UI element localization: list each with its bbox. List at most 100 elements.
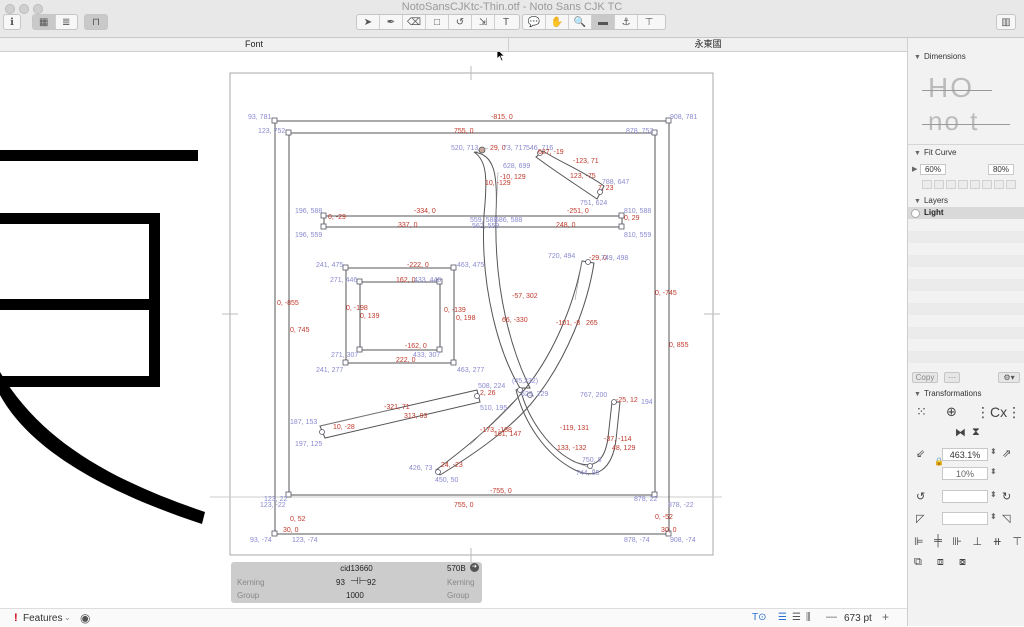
scale-field[interactable]: 463.1% xyxy=(942,448,988,461)
coord-label: 810, 559 xyxy=(624,232,651,239)
fit-curve-presets[interactable] xyxy=(922,180,1016,189)
pen-tool-icon[interactable]: ✒ xyxy=(380,15,403,29)
disclosure-triangle-icon[interactable]: ▼ xyxy=(914,198,921,205)
glyph-name[interactable]: cid13660 xyxy=(340,564,373,573)
flip-vertical-icon[interactable]: ⧗ xyxy=(972,426,980,438)
layer-row[interactable]: Light xyxy=(908,207,1024,219)
glyph-edit-svg[interactable]: 93, 781 -815, 0 908, 781 123, 752 755, 0… xyxy=(0,52,907,608)
glyph-width[interactable]: 1000 xyxy=(346,591,364,600)
glyph-unicode[interactable]: 570B xyxy=(447,564,466,573)
slant-field[interactable] xyxy=(942,512,988,525)
align-bottom-icon[interactable]: ⊥ xyxy=(972,536,983,548)
left-kerning-label: Kerning xyxy=(237,578,265,587)
zoom-window-button[interactable] xyxy=(33,4,43,14)
dimensions-section[interactable]: ▼Dimensions xyxy=(914,52,966,61)
annotation-tool-icon[interactable]: 💬 xyxy=(523,15,546,29)
align-grid-icon[interactable]: ⁙ xyxy=(916,404,927,419)
fit-curve-high-field[interactable]: 80% xyxy=(988,164,1014,175)
anchor-tool-icon[interactable]: ⚓ xyxy=(615,15,638,29)
right-sidebearing[interactable]: 92 xyxy=(367,578,376,587)
glyph-view-button[interactable]: ⊓ xyxy=(84,14,108,30)
sidebar-toggle-button[interactable]: ▥ xyxy=(996,14,1016,30)
align-middle-v-icon[interactable]: ⧺ xyxy=(992,536,1002,548)
copy-button[interactable]: Copy xyxy=(912,372,938,383)
scale-down-icon[interactable]: ⇙ xyxy=(916,448,926,460)
stepper-icon[interactable]: ⬍ xyxy=(990,467,997,476)
left-sidebearing[interactable]: 93 xyxy=(336,578,345,587)
zoom-level[interactable]: 673 pt xyxy=(844,613,872,624)
zoom-in-icon[interactable]: + xyxy=(882,610,890,624)
view-mode-segment[interactable]: ▦ ≣ xyxy=(32,14,78,30)
subtract-icon[interactable]: ⧈ xyxy=(936,556,944,568)
transformations-section[interactable]: ▼Transformations xyxy=(914,389,981,398)
measure-tool-icon[interactable]: ▬ xyxy=(592,15,615,29)
info-button[interactable]: ℹ xyxy=(3,14,21,30)
close-window-button[interactable] xyxy=(5,4,15,14)
dimensions-preview: HO no t xyxy=(922,72,1010,140)
align-top-icon[interactable]: ⊤ xyxy=(1012,536,1022,548)
expand-triangle-icon[interactable]: ▶ xyxy=(912,166,918,173)
scale-tool-icon[interactable]: ⇲ xyxy=(472,15,495,29)
list-view-icon[interactable]: ≣ xyxy=(62,16,71,28)
zoom-tool-icon[interactable]: 🔍 xyxy=(569,15,592,29)
delta-label: 30, 0 xyxy=(661,527,677,534)
tools-segment-1[interactable]: ➤ ✒ ⌫ □ ↺ ⇲ T xyxy=(356,14,520,30)
origin-point-icon[interactable]: ⊕ xyxy=(946,404,957,419)
hint-tool-icon[interactable]: ⊤ xyxy=(644,16,654,28)
rotate-field[interactable] xyxy=(942,490,988,503)
align-center-h-icon[interactable]: ╪ xyxy=(934,535,942,547)
chevron-down-icon[interactable]: ⌄ xyxy=(64,613,71,622)
text-tool-icon[interactable]: T xyxy=(502,16,510,28)
coord-label: 744, 85 xyxy=(576,470,599,477)
eraser-tool-icon[interactable]: ⌫ xyxy=(403,15,426,29)
rotate-tool-icon[interactable]: ↺ xyxy=(449,15,472,29)
rotate-ccw-icon[interactable]: ↺ xyxy=(916,491,926,503)
minimize-window-button[interactable] xyxy=(19,4,29,14)
slant-right-icon[interactable]: ◹ xyxy=(1002,513,1011,525)
glyph-canvas[interactable]: 93, 781 -815, 0 908, 781 123, 752 755, 0… xyxy=(0,52,907,608)
shape-tool-icon[interactable]: □ xyxy=(426,15,449,29)
secondary-scale-field[interactable]: 10% xyxy=(942,467,988,480)
hand-tool-icon[interactable]: ✋ xyxy=(546,15,569,29)
disclosure-triangle-icon[interactable]: ▼ xyxy=(914,391,921,398)
align-buttons-row[interactable]: ⊫ ╪ ⊪ ⊥ ⧺ ⊤ xyxy=(914,535,1022,548)
boolean-buttons-row[interactable]: ⧉ ⧈ ⧇ xyxy=(914,556,966,569)
zoom-out-icon[interactable]: — xyxy=(826,611,837,623)
tools-segment-2[interactable]: 💬 ✋ 🔍 ▬ ⚓ ⊤ xyxy=(522,14,666,30)
coord-label: 750, 8 xyxy=(582,457,602,464)
fit-curve-low-field[interactable]: 60% xyxy=(920,164,946,175)
stepper-icon[interactable]: ⬍ xyxy=(990,490,997,499)
slant-left-icon[interactable]: ◸ xyxy=(916,513,925,525)
gear-icon[interactable]: ⚙▾ xyxy=(998,372,1020,383)
layer-visibility-icon[interactable] xyxy=(911,209,920,218)
align-right-icon[interactable]: ☰ xyxy=(792,612,801,623)
select-tool-icon[interactable]: ➤ xyxy=(357,15,380,29)
layers-section[interactable]: ▼Layers xyxy=(914,196,948,205)
tab-glyph-string[interactable]: 永東國 xyxy=(694,39,722,49)
grid-view-icon[interactable]: ▦ xyxy=(33,15,56,29)
disclosure-triangle-icon[interactable]: ▼ xyxy=(914,54,921,61)
eye-icon[interactable]: ◉ xyxy=(80,611,91,625)
go-to-glyph-icon[interactable]: ➜ xyxy=(470,563,479,572)
scale-up-icon[interactable]: ⇗ xyxy=(1002,448,1012,460)
union-icon[interactable]: ⧉ xyxy=(914,556,922,568)
align-left-icon[interactable]: ☰ xyxy=(778,612,787,623)
rotate-cw-icon[interactable]: ↻ xyxy=(1002,491,1012,503)
flip-horizontal-icon[interactable]: ⧓ xyxy=(955,427,966,439)
text-tool-small-icon[interactable]: T⊙ xyxy=(752,612,767,623)
metrics-link-icon[interactable]: ⊣⊢ xyxy=(350,576,368,587)
mirror-x-icon[interactable]: ⋮Cx⋮ xyxy=(976,404,1022,420)
fit-curve-section[interactable]: ▼Fit Curve xyxy=(914,148,956,157)
more-options-button[interactable]: ⋯ xyxy=(944,372,960,383)
lock-icon[interactable]: 🔒 xyxy=(934,457,944,466)
disclosure-triangle-icon[interactable]: ▼ xyxy=(914,150,921,157)
intersect-icon[interactable]: ⧇ xyxy=(958,556,966,568)
stepper-icon[interactable]: ⬍ xyxy=(990,512,997,521)
align-left-edges-icon[interactable]: ⊫ xyxy=(914,536,924,548)
vertical-text-icon[interactable]: ⫼ xyxy=(806,612,811,623)
features-button[interactable]: Features xyxy=(23,613,63,624)
stepper-icon[interactable]: ⬍ xyxy=(990,447,997,456)
align-right-edges-icon[interactable]: ⊪ xyxy=(952,536,963,548)
coord-label: 73, 717 xyxy=(503,145,526,152)
tab-font[interactable]: Font xyxy=(0,38,509,51)
